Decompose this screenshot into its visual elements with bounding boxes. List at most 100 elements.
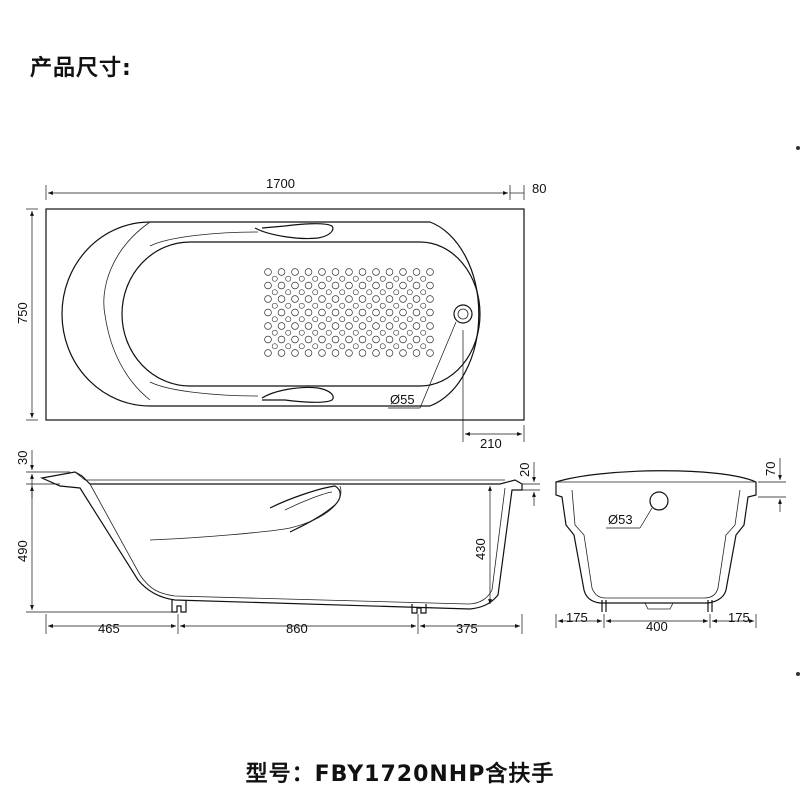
anti-slip-dot xyxy=(345,308,353,317)
anti-slip-dot xyxy=(264,349,272,357)
anti-slip-dot xyxy=(426,349,434,357)
anti-slip-dot xyxy=(379,302,386,309)
foot-right-dimension-label: 375 xyxy=(456,621,478,636)
basin-outer xyxy=(61,221,480,407)
anti-slip-dot xyxy=(358,295,367,303)
anti-slip-dot xyxy=(352,275,359,282)
anti-slip-dot xyxy=(372,281,380,290)
anti-slip-dot xyxy=(312,302,319,309)
foot-left-dimension-label: 465 xyxy=(98,621,120,636)
anti-slip-dot xyxy=(339,275,346,282)
anti-slip-dot xyxy=(420,316,427,323)
anti-slip-dot xyxy=(379,275,386,282)
anti-slip-dot xyxy=(385,322,394,330)
anti-slip-dot xyxy=(318,322,326,330)
drain-leader xyxy=(419,321,457,409)
anti-slip-dot xyxy=(393,302,400,309)
anti-slip-dot xyxy=(277,295,286,303)
anti-slip-dot xyxy=(271,343,278,350)
anti-slip-dot xyxy=(393,289,400,296)
anti-slip-dot xyxy=(298,316,305,323)
anti-slip-dot xyxy=(304,349,313,357)
anti-slip-dot xyxy=(285,329,292,336)
end-view: Ø53 70 175 400 175 xyxy=(555,458,786,634)
anti-slip-dot xyxy=(318,349,326,357)
section-heading: 产品尺寸: xyxy=(30,56,132,81)
anti-slip-dot xyxy=(358,322,367,330)
anti-slip-dot xyxy=(366,289,373,296)
anti-slip-dot xyxy=(399,281,407,290)
anti-slip-dot xyxy=(345,335,353,344)
anti-slip-dot xyxy=(285,302,292,309)
anti-slip-dot xyxy=(318,268,326,276)
anti-slip-dot xyxy=(366,302,373,309)
end-drain-bump xyxy=(644,602,674,610)
anti-slip-dot xyxy=(358,335,367,344)
anti-slip-dot xyxy=(406,316,413,323)
anti-slip-dot xyxy=(352,343,359,350)
anti-slip-dot xyxy=(345,349,353,357)
anti-slip-dot xyxy=(393,329,400,336)
anti-slip-dot xyxy=(339,289,346,296)
anti-slip-dot xyxy=(291,308,299,317)
anti-slip-dot xyxy=(264,322,272,330)
anti-slip-dot xyxy=(412,308,421,317)
anti-slip-dot xyxy=(358,308,367,317)
anti-slip-dot xyxy=(318,295,326,303)
anti-slip-dot xyxy=(406,343,413,350)
anti-slip-dot xyxy=(345,295,353,303)
anti-slip-dot xyxy=(352,316,359,323)
anti-slip-dot xyxy=(372,295,380,303)
anti-slip-dot xyxy=(385,349,394,357)
anti-slip-dot xyxy=(372,268,380,276)
foot-right xyxy=(411,604,427,614)
anti-slip-dot xyxy=(271,329,278,336)
anti-slip-dot xyxy=(420,302,427,309)
anti-slip-dot xyxy=(393,316,400,323)
anti-slip-dot xyxy=(304,295,313,303)
side-handle-inner xyxy=(284,491,333,511)
anti-slip-dot xyxy=(426,322,434,330)
handle-top xyxy=(254,223,334,240)
overflow-leader xyxy=(639,507,653,529)
anti-slip-dot xyxy=(277,268,286,276)
anti-slip-dot xyxy=(331,349,340,357)
anti-slip-dot xyxy=(379,343,386,350)
anti-slip-dot xyxy=(412,322,421,330)
anti-slip-dot xyxy=(358,349,367,357)
anti-slip-dot xyxy=(298,275,305,282)
anti-slip-dot xyxy=(339,302,346,309)
anti-slip-dot xyxy=(345,281,353,290)
anti-slip-dot xyxy=(426,308,434,317)
basin-inner xyxy=(121,241,481,387)
anti-slip-dot xyxy=(285,275,292,282)
anti-slip-dot xyxy=(385,335,394,344)
anti-slip-dot xyxy=(426,281,434,290)
anti-slip-dot xyxy=(345,322,353,330)
anti-slip-dot xyxy=(385,281,394,290)
anti-slip-dot xyxy=(325,289,332,296)
end-outer-profile xyxy=(555,470,757,604)
anti-slip-dot xyxy=(264,268,272,276)
anti-slip-dot xyxy=(420,343,427,350)
anti-slip-dot xyxy=(412,335,421,344)
anti-slip-dot xyxy=(399,322,407,330)
side-outer-profile xyxy=(39,471,523,610)
anti-slip-dot xyxy=(285,316,292,323)
anti-slip-dot xyxy=(312,275,319,282)
anti-slip-dot xyxy=(271,316,278,323)
foot-left xyxy=(171,600,187,613)
anti-slip-dot xyxy=(412,281,421,290)
anti-slip-dot xyxy=(298,329,305,336)
anti-slip-dot xyxy=(285,289,292,296)
backrest-curve xyxy=(103,221,151,401)
anti-slip-dot xyxy=(264,295,272,303)
anti-slip-dot xyxy=(399,295,407,303)
anti-slip-dot xyxy=(412,349,421,357)
end-right-dimension-label: 175 xyxy=(728,610,750,625)
model-caption: 型号：FBY1720NHP含扶手 xyxy=(245,762,555,787)
anti-slip-dot xyxy=(399,335,407,344)
anti-slip-dot xyxy=(412,295,421,303)
anti-slip-dot xyxy=(406,289,413,296)
anti-slip-dot xyxy=(271,275,278,282)
